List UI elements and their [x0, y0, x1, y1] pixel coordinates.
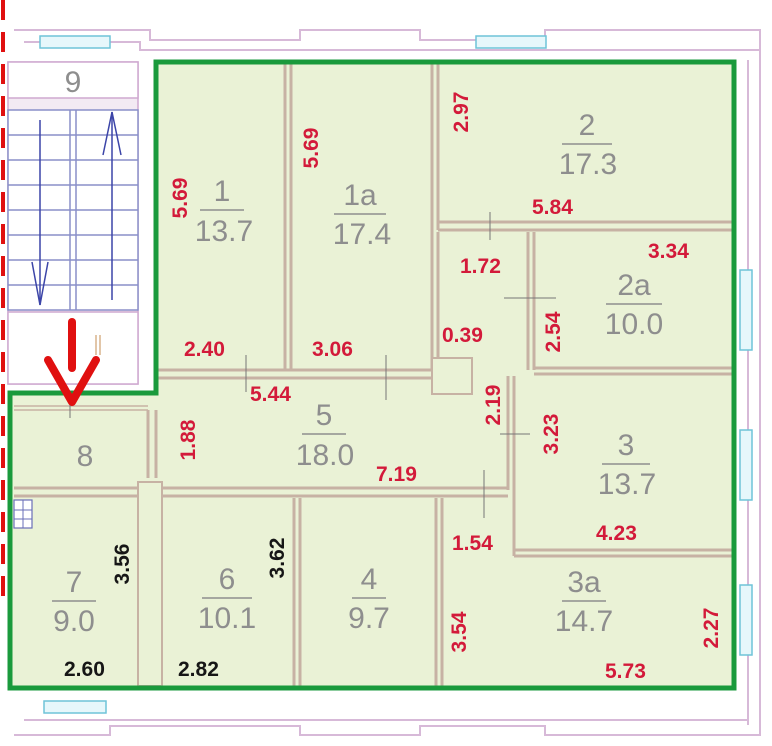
stair-steps — [7, 109, 139, 311]
dim-2-40: 2.40 — [184, 338, 225, 361]
room-number: 6 — [219, 563, 236, 596]
room-number: 4 — [361, 563, 378, 596]
room-number: 1 — [214, 175, 231, 208]
apartment-boundary — [7, 59, 737, 691]
room-2: 2 17.3 — [559, 109, 617, 181]
room-area: 14.7 — [555, 605, 613, 638]
stair-number: 9 — [65, 66, 82, 99]
room-area: 13.7 — [195, 215, 253, 248]
dim-2-19: 2.19 — [482, 385, 505, 426]
room-1: 1 13.7 — [195, 175, 253, 248]
dim-2-60: 2.60 — [64, 658, 105, 681]
room-number: 3 — [618, 429, 635, 462]
entrance-arrow-icon — [44, 318, 100, 406]
dim-5-69-room-1: 5.69 — [169, 178, 192, 219]
room-2a: 2a 10.0 — [605, 269, 663, 341]
room-number: 2 — [579, 109, 596, 142]
stair-down-arrow-icon — [31, 120, 49, 306]
dimension-labels-black: 3.56 3.62 2.60 2.82 — [64, 538, 289, 681]
room-area: 10.0 — [605, 308, 663, 341]
room-area: 17.4 — [333, 218, 391, 251]
room-3a: 3a 14.7 — [555, 566, 613, 638]
room-area: 9.0 — [53, 605, 95, 638]
room-8: 8 — [77, 440, 94, 473]
dim-5-44: 5.44 — [250, 383, 291, 406]
room-4: 4 9.7 — [348, 563, 390, 635]
dim-2-82: 2.82 — [178, 658, 219, 681]
stair-up-arrow-icon — [102, 111, 122, 300]
room-number: 2a — [617, 269, 651, 302]
dim-5-84: 5.84 — [532, 196, 573, 219]
dim-3-56: 3.56 — [111, 544, 134, 585]
dim-3-54: 3.54 — [448, 611, 471, 652]
room-number: 5 — [316, 399, 333, 432]
room-6: 6 10.1 — [198, 563, 256, 635]
dim-3-06: 3.06 — [312, 338, 353, 361]
room-number: 3a — [567, 566, 601, 599]
room-number: 1a — [343, 179, 377, 212]
dim-1-88: 1.88 — [177, 419, 200, 460]
room-area: 10.1 — [198, 602, 256, 635]
dimension-labels: 5.69 5.69 2.97 5.84 1.72 3.34 2.54 0.39 … — [169, 92, 723, 683]
room-number: 8 — [77, 440, 94, 473]
room-area: 18.0 — [296, 439, 354, 472]
dim-3-62: 3.62 — [266, 538, 289, 579]
room-3: 3 13.7 — [598, 429, 656, 501]
dim-2-54: 2.54 — [542, 311, 565, 352]
dim-4-23: 4.23 — [596, 522, 637, 545]
dim-5-69-room-1a: 5.69 — [300, 128, 323, 169]
dim-5-73: 5.73 — [605, 660, 646, 683]
dim-2-27: 2.27 — [700, 608, 723, 649]
dim-3-23: 3.23 — [540, 414, 563, 455]
dim-3-34: 3.34 — [648, 240, 689, 263]
room-area: 13.7 — [598, 468, 656, 501]
dim-1-54: 1.54 — [452, 532, 493, 555]
room-5: 5 18.0 — [296, 399, 354, 472]
dim-7-19: 7.19 — [376, 463, 417, 486]
room-number: 7 — [66, 566, 83, 599]
room-1a: 1a 17.4 — [333, 179, 391, 251]
dim-2-97: 2.97 — [450, 92, 473, 133]
dim-1-72: 1.72 — [460, 255, 501, 278]
building-outline — [14, 29, 761, 736]
dim-0-39: 0.39 — [442, 324, 483, 347]
room-area: 17.3 — [559, 148, 617, 181]
room-area: 9.7 — [348, 602, 390, 635]
partitions — [13, 64, 732, 687]
room-7: 7 9.0 — [52, 566, 96, 638]
